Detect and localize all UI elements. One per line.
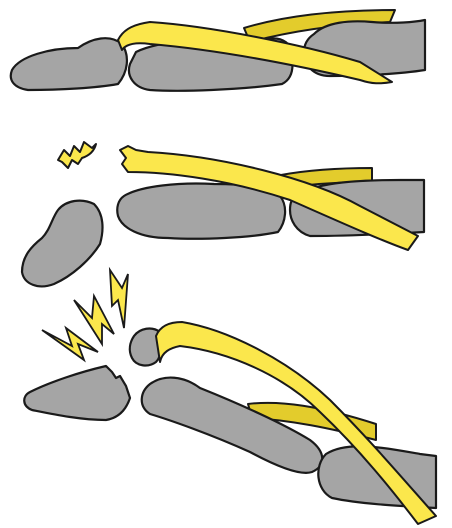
lightning-bolt-icon (42, 328, 98, 360)
panel-avulsion-fracture (24, 270, 436, 524)
panel-intact (11, 10, 425, 91)
torn-fragment-icon (58, 142, 96, 168)
lightning-bolt-icon (110, 270, 128, 328)
panel-tendon-rupture (22, 142, 424, 286)
lightning-bolt-icon (74, 296, 114, 344)
bone-distal-phalanx (22, 201, 102, 287)
bone-distal-phalanx (24, 366, 130, 420)
bone-distal-phalanx (11, 38, 127, 90)
